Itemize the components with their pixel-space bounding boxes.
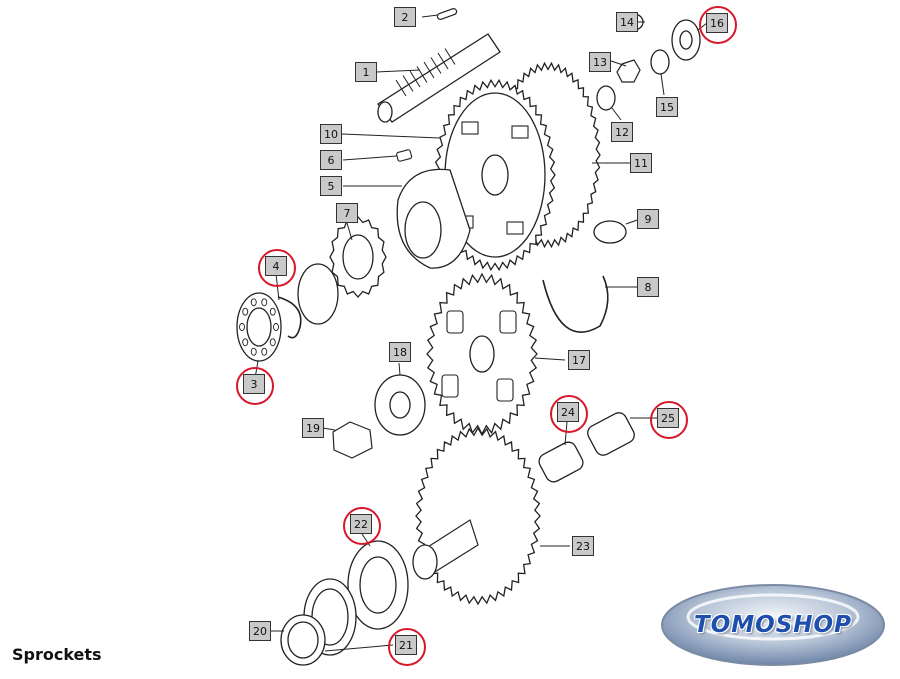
leader-line bbox=[421, 14, 439, 18]
callout-part-11: 11 bbox=[630, 153, 652, 173]
bearing-ball bbox=[250, 347, 257, 356]
shaft-spline bbox=[416, 66, 428, 83]
bearing-22-inner bbox=[359, 556, 397, 614]
bearing-ball bbox=[273, 323, 279, 331]
tomoshop-logo-badge bbox=[661, 584, 885, 666]
callout-part-4: 4 bbox=[258, 249, 296, 287]
callout-part-17: 17 bbox=[568, 350, 590, 370]
bearing-ball bbox=[261, 347, 268, 356]
drive-gear-shaft-end bbox=[412, 544, 438, 580]
leader-line bbox=[342, 155, 398, 161]
needle-bearing-25 bbox=[587, 412, 635, 456]
shaft-spline bbox=[395, 79, 407, 97]
callout-part-3: 3 bbox=[236, 367, 274, 405]
nut-13 bbox=[616, 59, 641, 83]
leader-line bbox=[660, 73, 665, 96]
bearing-ball bbox=[250, 298, 257, 307]
shaft-spline bbox=[409, 70, 421, 88]
ring-20-inner bbox=[287, 621, 319, 659]
callout-part-21: 21 bbox=[388, 628, 426, 666]
gear-dog-lug bbox=[506, 221, 524, 235]
logo-wordmark: TOMOSHOP bbox=[694, 612, 852, 638]
bearing-16-bore bbox=[679, 30, 693, 50]
callout-part-20: 20 bbox=[249, 621, 271, 641]
bearing-ball bbox=[269, 307, 276, 316]
drive-gear-23 bbox=[415, 426, 541, 606]
shaft-spline bbox=[423, 61, 435, 79]
diagram-caption: Sprockets bbox=[12, 645, 102, 664]
leader-line bbox=[398, 362, 401, 376]
nut-19 bbox=[332, 421, 373, 459]
callout-part-8: 8 bbox=[637, 277, 659, 297]
gear-front-hub bbox=[481, 154, 509, 196]
needle-bearing-24 bbox=[538, 441, 584, 483]
callout-part-25: 25 bbox=[650, 401, 688, 439]
callout-part-7: 7 bbox=[336, 203, 358, 223]
bearing-ball bbox=[242, 307, 249, 316]
leader-line bbox=[324, 644, 394, 652]
washer-15 bbox=[650, 49, 670, 75]
callout-part-16: 16 bbox=[699, 6, 737, 44]
circlip-4 bbox=[277, 296, 302, 339]
callout-part-2: 2 bbox=[394, 7, 416, 27]
leader-line bbox=[375, 69, 421, 73]
washer-12 bbox=[596, 85, 616, 111]
bearing-ball bbox=[242, 338, 249, 347]
selector-bore bbox=[342, 234, 374, 280]
shaft-spline bbox=[444, 48, 456, 65]
sprocket-17-hub bbox=[469, 335, 495, 373]
callout-part-19: 19 bbox=[302, 418, 324, 438]
spacer-tube bbox=[593, 220, 627, 244]
bearing-ball bbox=[239, 323, 245, 331]
callout-part-10: 10 bbox=[320, 124, 342, 144]
sprocket-window bbox=[441, 374, 459, 398]
wire-ring-8 bbox=[542, 275, 609, 333]
callout-part-1: 1 bbox=[355, 62, 377, 82]
bushing-ring bbox=[297, 263, 339, 325]
callout-part-12: 12 bbox=[611, 122, 633, 142]
washer-18-bore bbox=[389, 391, 411, 419]
callout-part-9: 9 bbox=[637, 209, 659, 229]
bearing-ball bbox=[269, 338, 276, 347]
leader-line bbox=[611, 107, 622, 121]
callout-part-23: 23 bbox=[572, 536, 594, 556]
clutch-hub-bore bbox=[404, 201, 442, 259]
sprocket-window bbox=[446, 310, 464, 334]
callout-part-18: 18 bbox=[389, 342, 411, 362]
callout-part-14: 14 bbox=[616, 12, 638, 32]
leader-line bbox=[322, 427, 336, 431]
shaft-spline bbox=[402, 75, 414, 92]
sprocket-window bbox=[496, 378, 514, 402]
callout-part-22: 22 bbox=[343, 507, 381, 545]
callout-part-24: 24 bbox=[550, 395, 588, 433]
callout-part-13: 13 bbox=[589, 52, 611, 72]
callout-part-5: 5 bbox=[320, 176, 342, 196]
gear-dog-lug bbox=[461, 121, 479, 135]
bearing-3-inner bbox=[246, 307, 272, 347]
sprocket-window bbox=[499, 310, 517, 334]
leader-line bbox=[534, 357, 566, 361]
leader-line bbox=[341, 133, 441, 139]
bearing-ball bbox=[261, 298, 268, 307]
key-pin bbox=[436, 8, 458, 20]
leader-line bbox=[610, 60, 627, 67]
pin-6 bbox=[396, 149, 413, 162]
shaft-end bbox=[377, 101, 393, 123]
gear-dog-lug bbox=[511, 125, 529, 139]
callout-part-6: 6 bbox=[320, 150, 342, 170]
callout-part-15: 15 bbox=[656, 97, 678, 117]
leader-line bbox=[346, 222, 353, 241]
shaft-spline bbox=[437, 52, 449, 70]
shaft-spline bbox=[430, 57, 442, 74]
